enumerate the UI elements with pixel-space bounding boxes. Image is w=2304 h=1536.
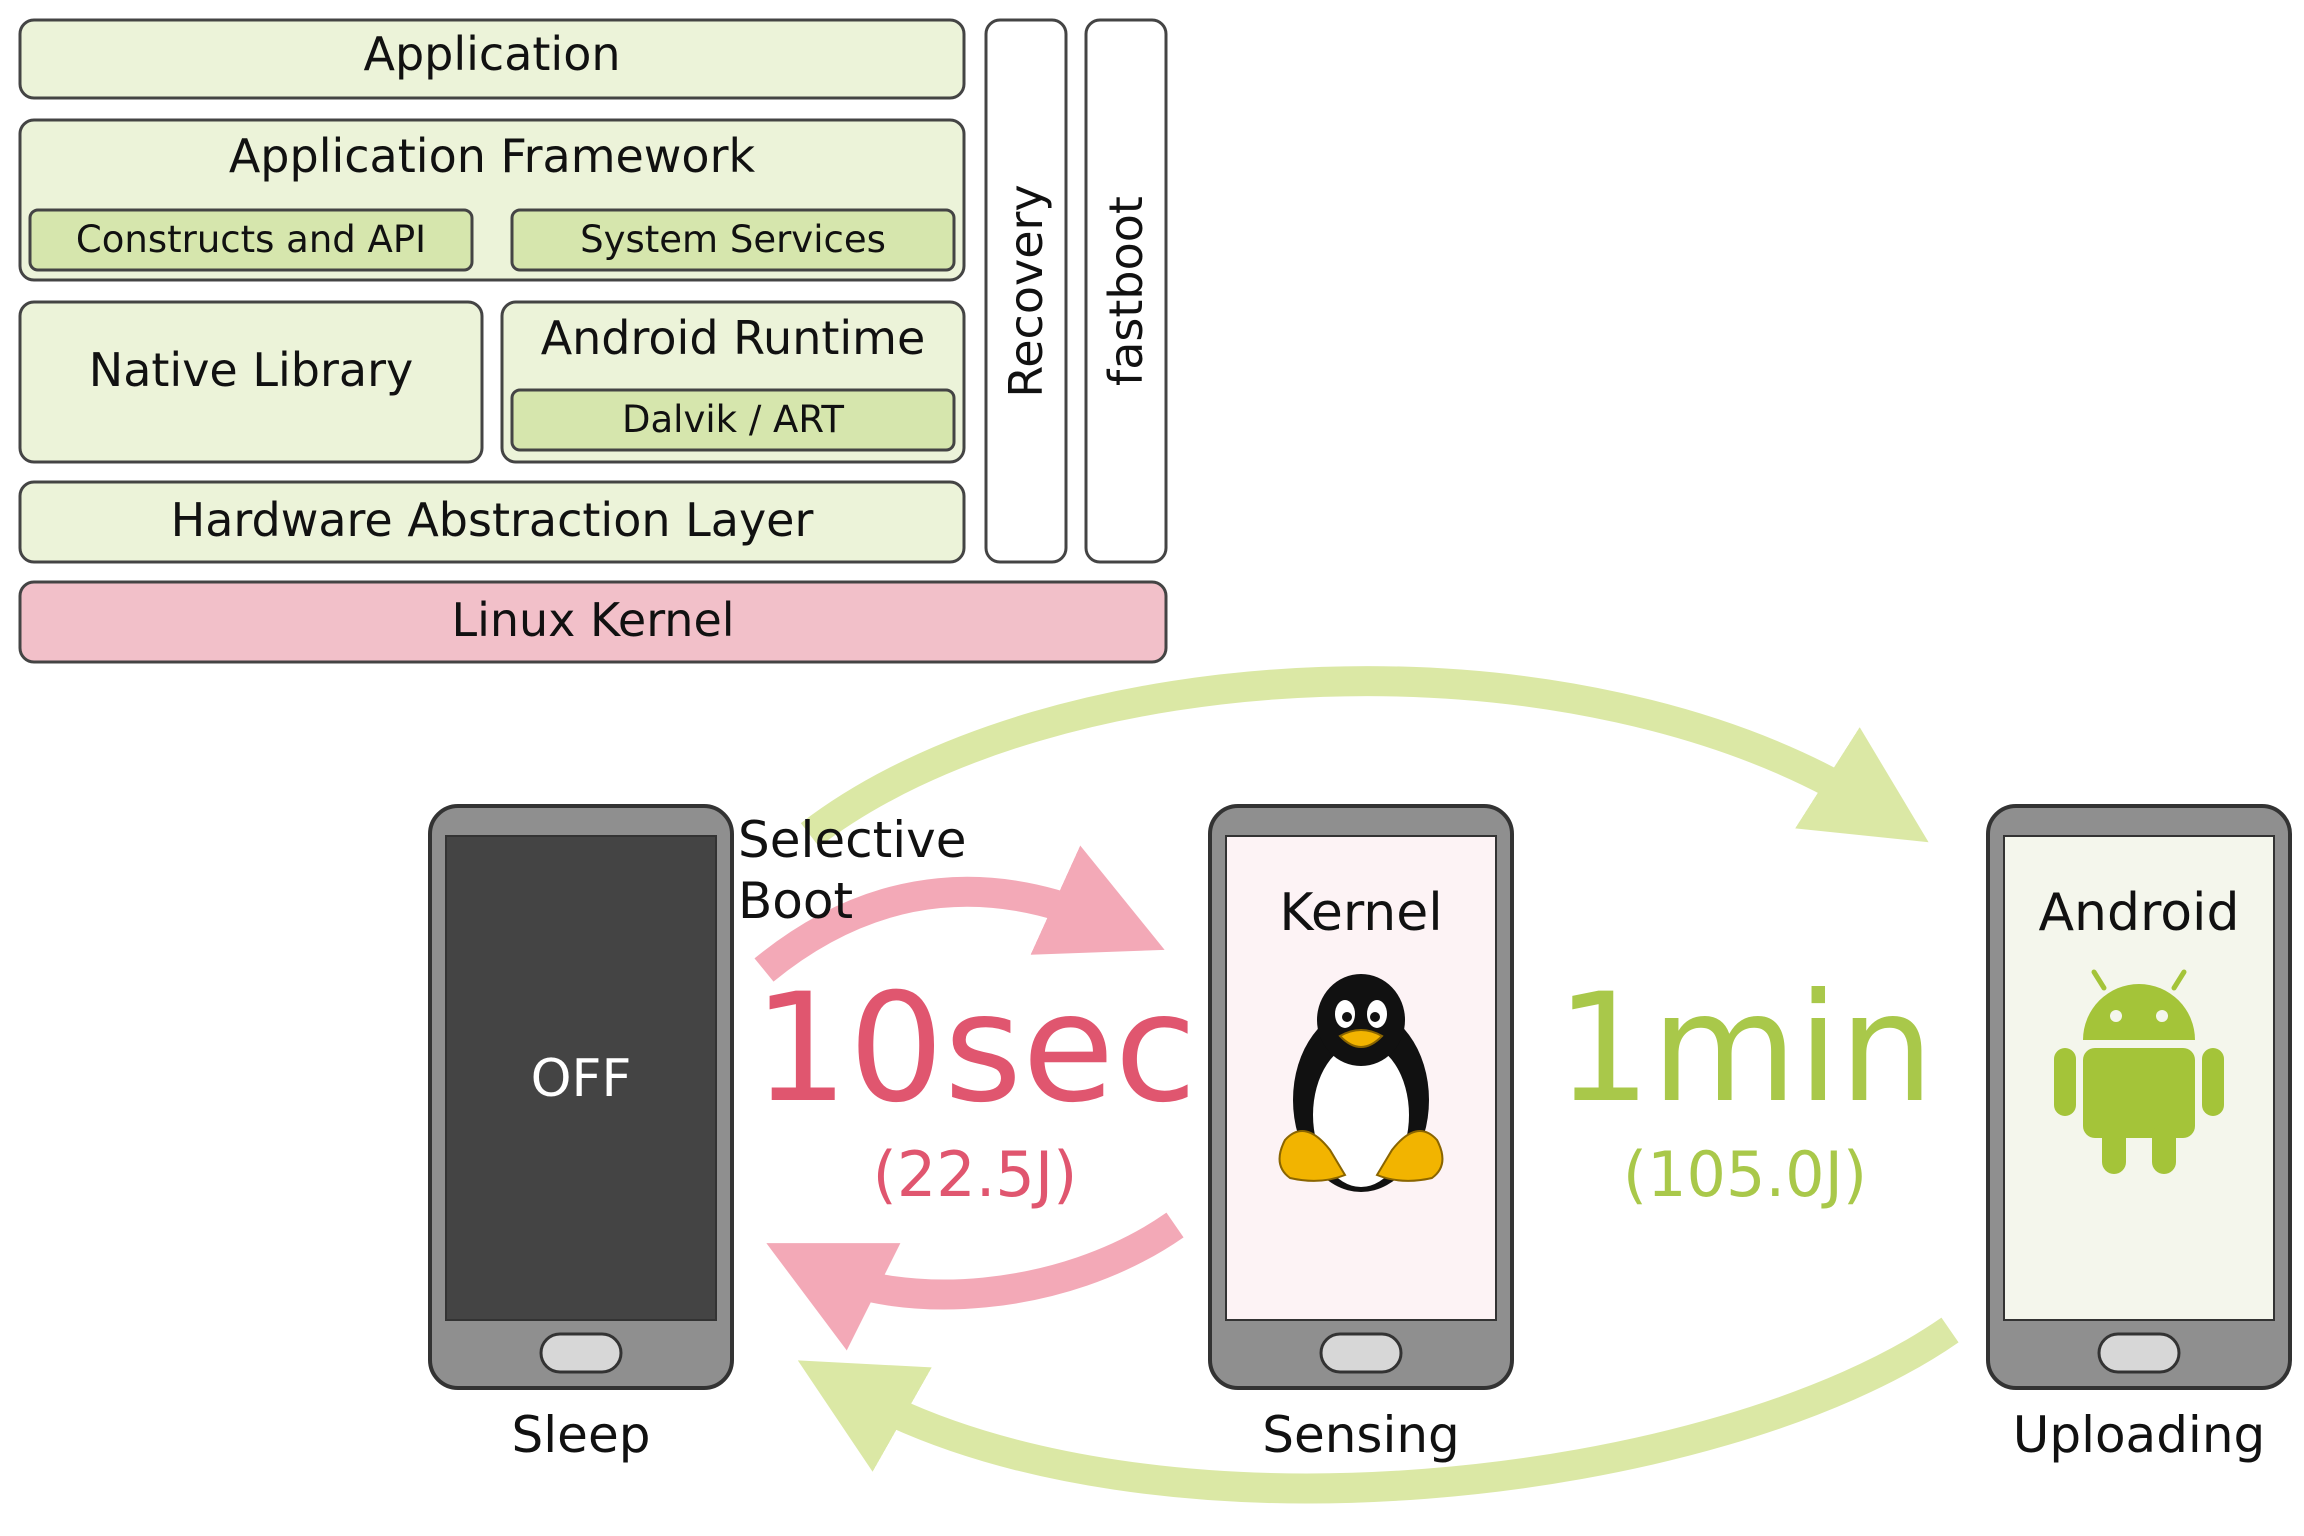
selective-boot-arrow: [754, 845, 1165, 982]
application-framework-label: Application Framework: [229, 129, 756, 183]
slow-energy-label: (105.0J): [1623, 1138, 1867, 1211]
software-stack: Application Application Framework Constr…: [18, 18, 1168, 664]
fastboot-column: fastboot: [1084, 18, 1168, 564]
tux-penguin-icon: [1278, 974, 1444, 1192]
constructs-and-api-box: Constructs and API: [28, 208, 474, 272]
application-layer-label: Application: [363, 27, 620, 81]
phone-sleep-home-button: [539, 1332, 623, 1374]
system-services-box: System Services: [510, 208, 956, 272]
android-robot-icon: [2054, 969, 2224, 1174]
upload-to-sleep-arrow: [797, 1317, 1959, 1504]
linux-kernel-layer: Linux Kernel: [18, 580, 1168, 664]
uploading-caption: Uploading: [2013, 1406, 2266, 1464]
sensing-to-sleep-arrow: [766, 1212, 1184, 1351]
phone-uploading: Android: [1986, 804, 2292, 1390]
sleep-to-upload-arrow: [800, 666, 1929, 847]
phone-sensing-home-button: [1319, 1332, 1403, 1374]
application-layer: Application: [18, 18, 966, 100]
native-library-layer: Native Library: [18, 300, 484, 464]
android-label: Android: [2038, 883, 2239, 943]
phone-uploading-home-button: [2097, 1332, 2181, 1374]
linux-kernel-label: Linux Kernel: [451, 593, 734, 647]
dalvik-art-label: Dalvik / ART: [622, 398, 844, 441]
constructs-and-api-label: Constructs and API: [76, 218, 426, 261]
selective-boot-line1: Selective: [738, 811, 967, 869]
recovery-label: Recovery: [999, 184, 1053, 397]
fast-energy-label: (22.5J): [873, 1138, 1078, 1211]
android-runtime-label: Android Runtime: [541, 311, 926, 365]
hal-label: Hardware Abstraction Layer: [171, 493, 814, 547]
native-library-label: Native Library: [89, 343, 413, 397]
android-runtime-layer: Android Runtime Dalvik / ART: [500, 300, 966, 464]
hal-layer: Hardware Abstraction Layer: [18, 480, 966, 564]
sensing-caption: Sensing: [1262, 1406, 1460, 1464]
recovery-column: Recovery: [984, 18, 1068, 564]
sleep-caption: Sleep: [512, 1406, 651, 1464]
application-framework-layer: Application Framework Constructs and API…: [18, 118, 966, 282]
off-label: OFF: [531, 1049, 632, 1109]
slow-time-label: 1min: [1556, 962, 1934, 1136]
phone-sleep-screen: [445, 835, 717, 1321]
phone-sleep: OFF: [428, 804, 734, 1390]
selective-boot-line2: Boot: [738, 872, 853, 930]
system-services-label: System Services: [580, 218, 886, 261]
fast-time-label: 10sec: [753, 962, 1197, 1136]
dalvik-art-box: Dalvik / ART: [510, 388, 956, 452]
phone-sensing: Kernel: [1208, 804, 1514, 1390]
kernel-label: Kernel: [1279, 883, 1442, 943]
fastboot-label: fastboot: [1099, 196, 1153, 386]
